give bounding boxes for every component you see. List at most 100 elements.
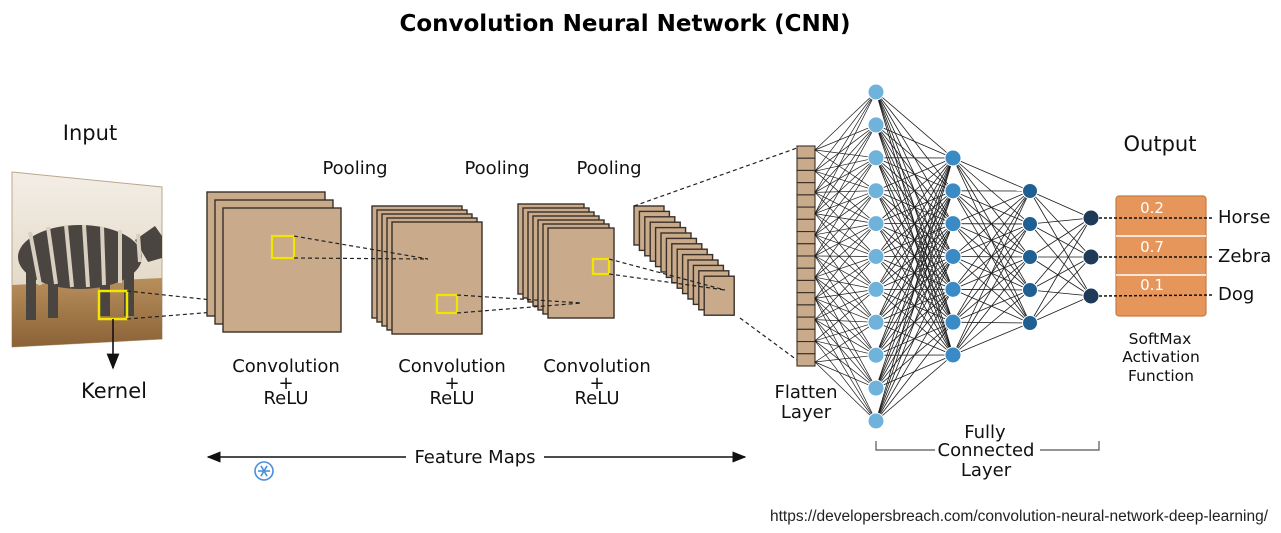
network-edge bbox=[814, 255, 877, 323]
conv2-feature-maps bbox=[371, 205, 483, 335]
conv2-relu: ReLU bbox=[429, 388, 474, 409]
network-edge bbox=[952, 289, 1031, 356]
output-layer-node bbox=[1082, 209, 1100, 227]
kernel-label: Kernel bbox=[81, 379, 147, 403]
input-layer-node bbox=[867, 248, 885, 265]
network-edge bbox=[814, 190, 877, 257]
flatten-cell bbox=[796, 243, 816, 257]
network-edge bbox=[875, 321, 954, 422]
fully-connected-bracket bbox=[875, 441, 1100, 451]
pooled-feature-maps bbox=[633, 205, 735, 316]
input-layer-node bbox=[867, 346, 885, 364]
conv1-plus: + bbox=[278, 373, 293, 394]
network-edge bbox=[814, 276, 877, 356]
feature-maps-range: Feature Maps bbox=[206, 447, 747, 468]
network-edge bbox=[814, 213, 877, 290]
network-edge bbox=[1029, 223, 1092, 297]
input-layer-node bbox=[867, 379, 885, 397]
input-layer-node bbox=[867, 280, 885, 298]
softmax-label-line1: SoftMax bbox=[1129, 330, 1192, 348]
network-edge bbox=[814, 124, 877, 193]
network-edge bbox=[814, 91, 877, 214]
network-edge bbox=[814, 170, 877, 224]
softmax-box bbox=[1115, 195, 1207, 317]
network-edge bbox=[814, 190, 877, 214]
flatten-cell bbox=[796, 304, 816, 318]
flatten-cell bbox=[796, 231, 816, 245]
pooling-label-1: Pooling bbox=[322, 158, 387, 179]
network-edge bbox=[814, 149, 877, 159]
conv2-kernel-box bbox=[435, 293, 459, 315]
network-edge bbox=[814, 319, 877, 356]
probability-value: 0.7 bbox=[1140, 238, 1164, 256]
flatten-label-line2: Layer bbox=[781, 402, 832, 423]
network-edge bbox=[814, 234, 877, 257]
network-edge bbox=[814, 124, 877, 172]
network-edge bbox=[814, 234, 877, 323]
network-edge bbox=[814, 322, 877, 363]
flatten-cell bbox=[796, 206, 816, 220]
network-edge bbox=[875, 157, 954, 356]
flatten-cell bbox=[796, 316, 816, 330]
network-edge bbox=[1029, 190, 1092, 297]
network-edge bbox=[952, 322, 1031, 356]
network-edge bbox=[814, 276, 877, 290]
network-edge bbox=[1029, 217, 1092, 291]
input-image bbox=[11, 171, 163, 348]
network-edge bbox=[814, 256, 877, 320]
network-edge bbox=[875, 157, 954, 257]
flatten-label-line1: Flatten bbox=[775, 382, 838, 403]
network-edge bbox=[814, 157, 877, 193]
network-edge bbox=[814, 223, 877, 257]
network-edge bbox=[952, 190, 1031, 257]
conv3-kernel-box bbox=[591, 257, 611, 276]
flatten-cell bbox=[796, 328, 816, 343]
connector-maps bbox=[293, 147, 798, 361]
hidden-layer-2-node bbox=[1022, 216, 1038, 232]
network-edge bbox=[875, 289, 954, 422]
network-edge bbox=[814, 319, 877, 323]
network-edge bbox=[814, 289, 877, 320]
network-edge bbox=[814, 157, 877, 172]
network-edge bbox=[875, 157, 954, 290]
fc-label-line1: Fully bbox=[964, 422, 1006, 443]
network-edge bbox=[814, 340, 877, 389]
hidden-layer-2-node bbox=[1022, 249, 1038, 265]
network-edge bbox=[814, 91, 877, 193]
network-edge bbox=[814, 255, 877, 257]
network-edge bbox=[1029, 289, 1092, 297]
network-edge bbox=[814, 255, 877, 356]
network-edge bbox=[875, 157, 954, 192]
hidden-layer-1-node bbox=[944, 280, 962, 298]
network-edge bbox=[1029, 256, 1092, 324]
flatten-cell bbox=[796, 292, 816, 306]
hidden-layer-1-node bbox=[944, 182, 962, 200]
network-edge bbox=[814, 91, 877, 151]
input-layer-node bbox=[867, 83, 885, 101]
network-edge bbox=[875, 157, 954, 323]
network-edge bbox=[875, 354, 954, 422]
source-url: https://developersbreach.com/convolution… bbox=[770, 508, 1269, 525]
network-edge bbox=[814, 276, 877, 323]
input-layer-node bbox=[867, 149, 885, 167]
network-edge bbox=[814, 319, 877, 422]
hidden-layer-1-node bbox=[944, 346, 962, 364]
hidden-layer-1-node bbox=[944, 215, 962, 233]
network-edge bbox=[814, 124, 877, 151]
conv1-kernel-box bbox=[270, 234, 296, 260]
network-edge bbox=[814, 190, 877, 236]
network-edge bbox=[814, 223, 877, 278]
network-edge bbox=[1029, 223, 1092, 258]
conv3-label: Convolution bbox=[543, 356, 651, 377]
input-layer-node bbox=[867, 116, 885, 134]
network-edge bbox=[875, 223, 954, 422]
network-edge bbox=[952, 190, 1031, 290]
input-layer-node bbox=[867, 182, 885, 200]
network-edge bbox=[814, 192, 877, 257]
network-edge bbox=[1029, 256, 1092, 297]
network-edge bbox=[875, 157, 954, 389]
network-edge bbox=[952, 256, 1031, 356]
flatten-cell bbox=[796, 267, 816, 281]
network-edges bbox=[814, 91, 1092, 422]
network-edge bbox=[814, 354, 877, 363]
